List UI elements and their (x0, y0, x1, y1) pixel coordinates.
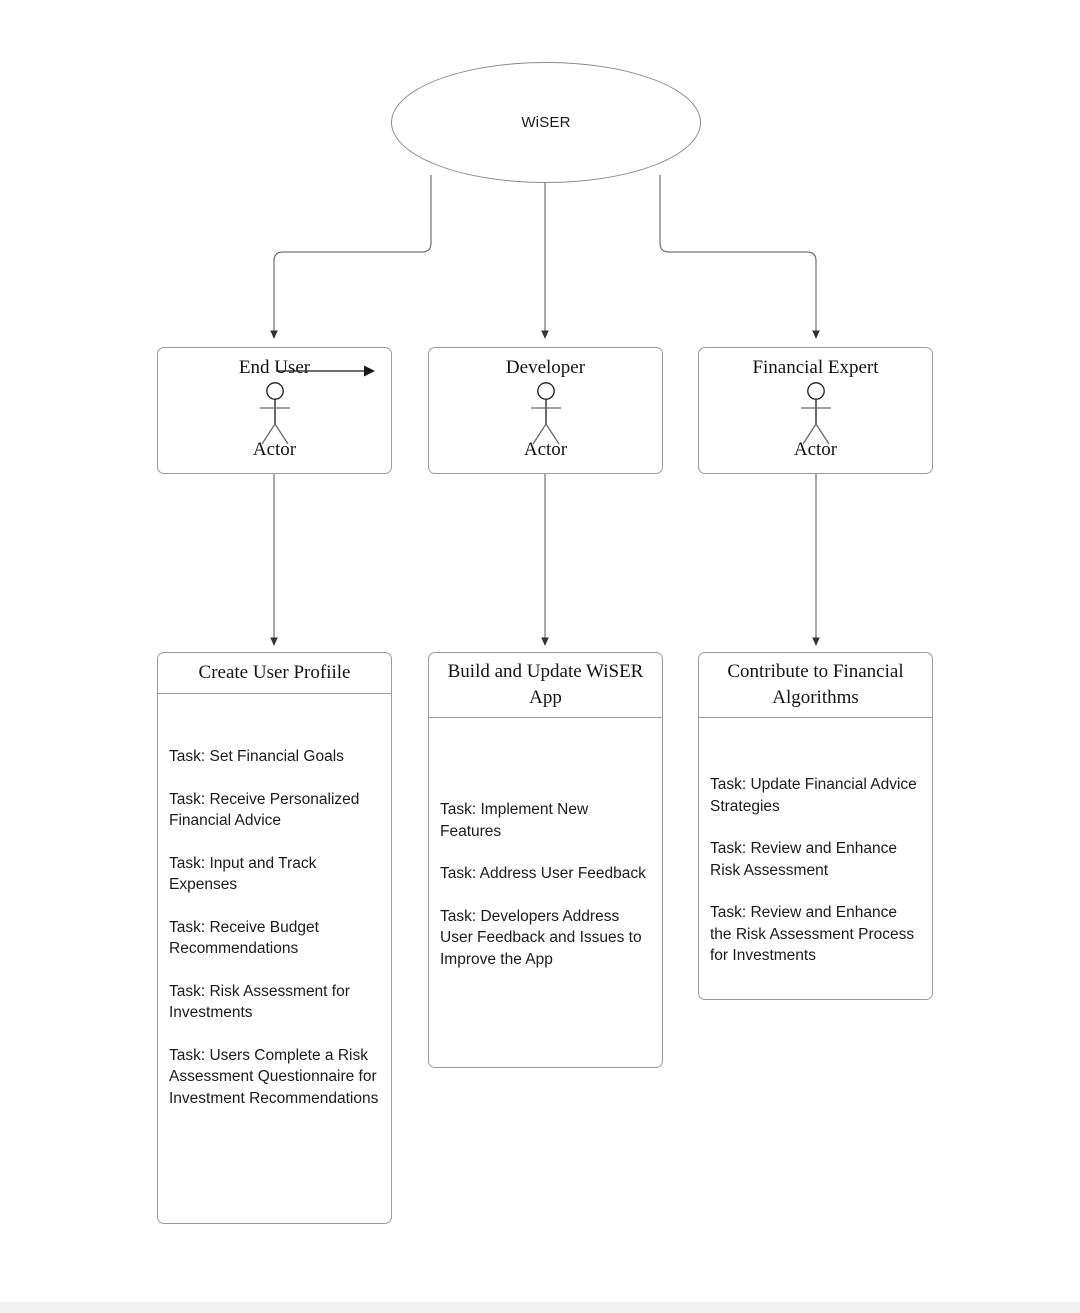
task-item: Task: Address User Feedback (440, 865, 646, 882)
actor-title-developer: Developer (505, 357, 586, 378)
task-item: Task: Set Financial Goals (169, 748, 344, 765)
actor-title-end-user: End User (238, 357, 311, 378)
page-footer-strip (0, 1302, 1080, 1313)
usecase-box-build-and-update-wiser-app[interactable]: Build and Update WiSER App Task: Impleme… (428, 652, 663, 1068)
usecase-task-list-build-and-update-wiser-app: Task: Implement New Features Task: Addre… (429, 718, 662, 970)
task-item: Task: Risk Assessment for Investments (169, 982, 350, 1022)
connector-system-to-financial-expert (659, 175, 820, 339)
usecase-task-list-contribute-to-financial-algorithms: Task: Update Financial Advice Strategies… (699, 718, 932, 967)
usecase-box-create-user-profiile[interactable]: Create User Profiile Task: Set Financial… (157, 652, 392, 1224)
actor-role-end-user: Actor (252, 439, 297, 460)
actor-role-developer: Actor (523, 439, 568, 460)
usecase-title-build-and-update-wiser-app: Build and Update WiSER App (429, 653, 662, 718)
task-item: Task: Users Complete a Risk Assessment Q… (169, 1046, 379, 1107)
actor-role-financial-expert: Actor (793, 439, 838, 460)
usecase-box-contribute-to-financial-algorithms[interactable]: Contribute to Financial Algorithms Task:… (698, 652, 933, 1000)
task-item: Task: Input and Track Expenses (169, 854, 317, 894)
task-item: Task: Receive Personalized Financial Adv… (169, 790, 360, 830)
actor-stick-figure-icon (800, 382, 831, 445)
system-label: WiSER (521, 114, 571, 131)
system-boundary-ellipse[interactable]: WiSER (391, 62, 701, 183)
actor-box-end-user[interactable]: End User Actor (157, 347, 392, 474)
actor-box-developer[interactable]: Developer Actor (428, 347, 663, 474)
task-item: Task: Implement New Features (440, 801, 589, 840)
actor-box-financial-expert[interactable]: Financial Expert Actor (698, 347, 933, 474)
task-item: Task: Developers Address User Feedback a… (440, 907, 642, 968)
task-item: Task: Receive Budget Recommendations (169, 918, 319, 958)
task-item: Task: Review and Enhance Risk Assessment (710, 840, 897, 879)
usecase-title-create-user-profiile: Create User Profiile (158, 653, 391, 694)
usecase-task-list-create-user-profiile: Task: Set Financial Goals Task: Receive … (158, 694, 391, 1109)
usecase-title-contribute-to-financial-algorithms: Contribute to Financial Algorithms (699, 653, 932, 718)
actor-stick-figure-icon (259, 382, 290, 445)
actor-title-financial-expert: Financial Expert (752, 357, 879, 378)
connector-system-to-end-user (270, 175, 432, 339)
task-item: Task: Update Financial Advice Strategies (710, 776, 917, 815)
task-item: Task: Review and Enhance the Risk Assess… (710, 904, 915, 964)
actor-stick-figure-icon (530, 382, 561, 445)
end-user-pointer-arrow-icon (276, 365, 375, 377)
